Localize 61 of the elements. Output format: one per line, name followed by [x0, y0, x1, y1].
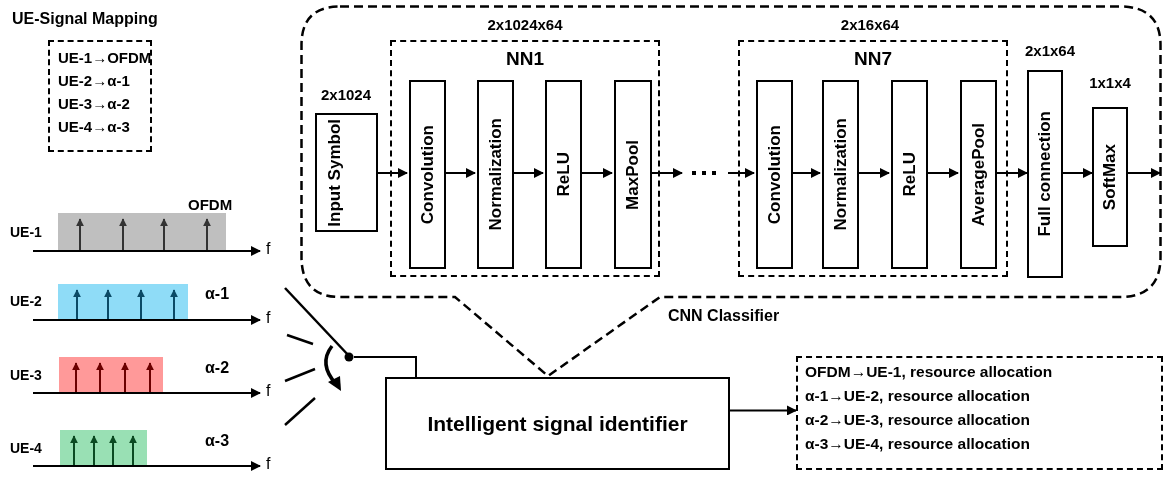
- process-label: Intelligent signal identifier: [427, 411, 688, 436]
- layer-label: Full connection: [1035, 111, 1055, 237]
- signal-name: α-2: [205, 359, 230, 377]
- layer-box: [1027, 70, 1063, 278]
- layer-box: [1092, 107, 1128, 247]
- mapping-entry: UE-3→α-2: [58, 95, 130, 112]
- result-entry: α-1→UE-2, resource allocation: [805, 387, 1030, 405]
- arrow: [377, 168, 408, 178]
- dimension-label: 2x1024: [319, 86, 373, 103]
- mapping-entry: UE-1→OFDM: [58, 49, 152, 66]
- layer-label: Normalization: [830, 118, 851, 231]
- dimension-label: 1x1x4: [1088, 74, 1132, 91]
- layer-label: ReLU: [899, 152, 920, 197]
- ue-label: UE-1: [10, 224, 42, 240]
- layer-label: Input Symbol: [324, 118, 345, 227]
- result-entry: OFDM→UE-1, resource allocation: [805, 363, 1053, 381]
- layer-box: [545, 80, 582, 269]
- arrow: [1062, 168, 1093, 178]
- result-box: [796, 356, 1163, 470]
- layer-label: Normalization: [485, 118, 506, 231]
- signal-name: OFDM: [188, 196, 233, 213]
- signal-name: α-3: [205, 432, 230, 450]
- layer-box: [477, 80, 514, 269]
- classifier-label: CNN Classifier: [668, 307, 780, 325]
- mapping-entry: UE-2→α-1: [58, 72, 130, 89]
- layer-block: [738, 40, 1008, 277]
- axis-label: f: [266, 455, 271, 473]
- layer-label: Convolution: [417, 124, 438, 225]
- layer-box: [315, 113, 378, 232]
- signal-name: α-1: [205, 285, 230, 303]
- result-entry: α-2→UE-3, resource allocation: [805, 411, 1030, 429]
- mapping-entry: UE-4→α-3: [58, 118, 130, 135]
- mapping-title: UE-Signal Mapping: [12, 10, 158, 28]
- arrow: [1127, 168, 1161, 178]
- axis-label: f: [266, 382, 271, 400]
- arrow: [729, 405, 797, 416]
- layer-box: [891, 80, 928, 269]
- ue-label: UE-4: [10, 440, 42, 456]
- arrow: [727, 168, 755, 178]
- layer-label: SoftMax: [1100, 143, 1120, 211]
- process-box: [385, 377, 730, 470]
- layer-label: AveragePool: [968, 122, 989, 227]
- ue-label: UE-2: [10, 293, 42, 309]
- layer-box: [409, 80, 446, 269]
- layer-label: ReLU: [553, 152, 574, 197]
- layer-box: [960, 80, 997, 269]
- ue-label: UE-3: [10, 367, 42, 383]
- dimension-label: 2x1x64: [1023, 42, 1077, 59]
- layer-box: [756, 80, 793, 269]
- axis-label: f: [266, 240, 271, 258]
- dimension-label: 2x16x64: [839, 16, 901, 33]
- layer-box: [822, 80, 859, 269]
- layer-label: MaxPool: [623, 139, 643, 210]
- block-title: NN7: [853, 48, 893, 70]
- layer-box: [614, 80, 652, 269]
- layer-block: [390, 40, 660, 277]
- layer-label: Convolution: [764, 124, 785, 225]
- axis-label: f: [266, 309, 271, 327]
- dimension-label: 2x1024x64: [486, 16, 564, 33]
- block-title: NN1: [505, 48, 545, 70]
- result-entry: α-3→UE-4, resource allocation: [805, 435, 1030, 453]
